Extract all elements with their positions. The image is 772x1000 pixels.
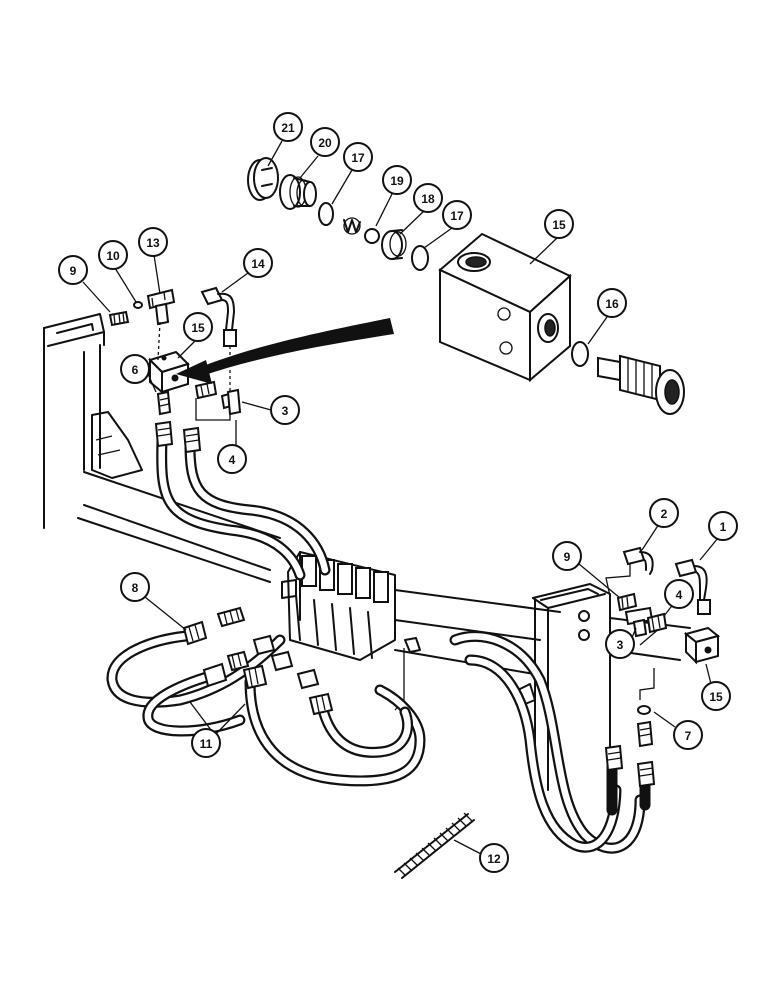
svg-text:16: 16: [605, 297, 619, 311]
callout-9: 9: [58, 255, 88, 285]
seal-10: [133, 301, 143, 309]
spring-piece: [343, 217, 361, 235]
svg-text:21: 21: [281, 121, 295, 135]
svg-text:7: 7: [685, 729, 692, 743]
callout-16: 16: [597, 288, 627, 318]
svg-text:2: 2: [661, 507, 668, 521]
o-ring-17-upper: [318, 202, 334, 226]
callout-12: 12: [479, 843, 509, 873]
callout-3: 3: [605, 629, 635, 659]
callout-21: 21: [273, 112, 303, 142]
svg-text:12: 12: [487, 852, 501, 866]
svg-text:10: 10: [106, 249, 120, 263]
valve-block-15-right: [683, 626, 721, 665]
svg-text:15: 15: [191, 321, 205, 335]
callout-3: 3: [270, 395, 300, 425]
fitting-right-lower: [636, 720, 654, 748]
svg-text:18: 18: [421, 192, 435, 206]
callout-15: 15: [544, 209, 574, 239]
callout-8: 8: [120, 572, 150, 602]
callout-1: 1: [708, 511, 738, 541]
svg-text:17: 17: [450, 209, 464, 223]
svg-text:8: 8: [132, 581, 139, 595]
o-ring-16: [571, 341, 589, 367]
hose-ends-11: [202, 662, 268, 690]
hose-ends-right: [604, 744, 656, 788]
svg-text:3: 3: [282, 404, 289, 418]
elbow-fitting-14: [200, 286, 237, 347]
spring-housing-20: [279, 174, 317, 210]
spring-12: [394, 812, 475, 879]
bracket-left: [91, 411, 143, 479]
callout-4: 4: [217, 444, 247, 474]
callout-15: 15: [701, 681, 731, 711]
svg-text:13: 13: [146, 236, 160, 250]
svg-text:20: 20: [318, 136, 332, 150]
svg-text:9: 9: [70, 264, 77, 278]
svg-text:1: 1: [720, 520, 727, 534]
callout-17: 17: [343, 142, 373, 172]
adapter-8: [216, 606, 246, 628]
right-frame-post: [532, 583, 611, 801]
svg-text:14: 14: [251, 257, 265, 271]
elbow-fitting-1: [674, 558, 711, 615]
svg-text:15: 15: [552, 218, 566, 232]
elbow-fitting-2: [622, 546, 654, 575]
svg-text:9: 9: [564, 550, 571, 564]
svg-text:3: 3: [617, 638, 624, 652]
svg-text:19: 19: [390, 174, 404, 188]
callout-11: 11: [191, 728, 221, 758]
hose-ends-left: [154, 420, 202, 454]
svg-text:11: 11: [200, 737, 213, 751]
callout-19: 19: [382, 165, 412, 195]
fitting-9-left: [108, 310, 130, 327]
callout-4: 4: [664, 579, 694, 609]
fitting-3-left: [226, 388, 242, 416]
fitting-9-right: [616, 592, 638, 612]
callout-2: 2: [649, 498, 679, 528]
svg-text:4: 4: [229, 453, 236, 467]
fitting-6: [156, 390, 172, 416]
callout-20: 20: [310, 127, 340, 157]
hose-assemblies: [106, 434, 651, 854]
elbow-lower: [296, 668, 334, 716]
tee-fitting-13: [146, 288, 176, 326]
relief-cap-21: [247, 157, 279, 201]
ball-19: [364, 228, 380, 244]
callout-7: 7: [673, 720, 703, 750]
hose-end-8: [182, 620, 208, 646]
cross-beam: [77, 471, 691, 676]
adapters-11: [226, 634, 294, 672]
callout-6: 6: [120, 354, 150, 384]
callout-17: 17: [442, 200, 472, 230]
callout-15: 15: [183, 312, 213, 342]
svg-text:4: 4: [676, 588, 683, 602]
svg-text:6: 6: [132, 363, 139, 377]
svg-text:17: 17: [351, 151, 365, 165]
o-ring-7: [637, 705, 651, 715]
seat-18: [381, 229, 407, 260]
cartridge-valve: [597, 354, 685, 415]
callout-10: 10: [98, 240, 128, 270]
callout-14: 14: [243, 248, 273, 278]
detail-arrow: [176, 318, 394, 384]
fittings-4-right: [646, 612, 668, 634]
callout-9: 9: [552, 541, 582, 571]
callout-13: 13: [138, 227, 168, 257]
left-frame-post: [43, 313, 105, 529]
svg-text:15: 15: [709, 690, 723, 704]
callout-18: 18: [413, 183, 443, 213]
o-ring-17-lower: [411, 245, 429, 271]
valve-block-15-large: [438, 232, 572, 383]
